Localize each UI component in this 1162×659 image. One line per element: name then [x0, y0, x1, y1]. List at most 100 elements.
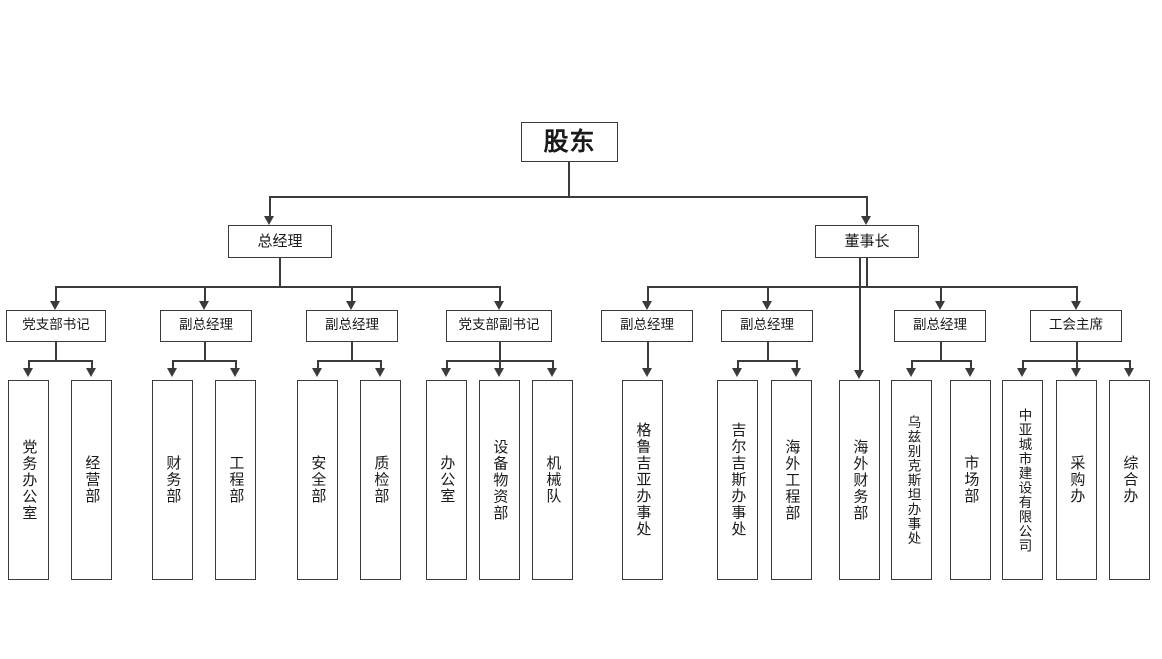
connector-l3-4-stem — [499, 342, 501, 360]
arrow-gm-to-l3-1 — [50, 301, 60, 310]
connector-root-stem — [568, 162, 570, 196]
arrow-l3-6-to-lf-11 — [732, 368, 742, 377]
arrow-l3-6-to-lf-12 — [791, 368, 801, 377]
node-general-affairs-office[interactable]: 综合办 — [1109, 380, 1150, 580]
connector-l3-7-drop-1 — [911, 360, 913, 370]
node-deputy-gm-2[interactable]: 副总经理 — [306, 310, 398, 342]
arrow-l3-5-to-lf-10 — [642, 368, 652, 377]
arrow-gm-to-l3-2 — [199, 301, 209, 310]
connector-gm-stem — [279, 258, 281, 286]
connector-l3-2-drop-1 — [172, 360, 174, 370]
connector-l3-2-drop-2 — [235, 360, 237, 370]
node-general-manager[interactable]: 总经理 — [228, 225, 332, 258]
arrow-chairman-to-l3-8 — [1071, 301, 1081, 310]
arrow-l3-4-to-lf-9 — [547, 368, 557, 377]
connector-gm-drop-3 — [351, 286, 353, 303]
node-root-shareholder[interactable]: 股东 — [521, 122, 618, 162]
connector-l3-5-stem — [647, 342, 649, 370]
connector-l3-3-stem — [351, 342, 353, 360]
node-procurement-office[interactable]: 采购办 — [1056, 380, 1097, 580]
node-deputy-gm-5[interactable]: 副总经理 — [894, 310, 986, 342]
connector-l3-3-bus — [317, 360, 381, 362]
connector-gm-bus — [55, 286, 501, 288]
node-overseas-engineering-department[interactable]: 海外工程部 — [771, 380, 812, 580]
node-central-asia-urban-construction-company[interactable]: 中亚城市建设有限公司 — [1002, 380, 1043, 580]
connector-chairman-drop-3 — [940, 286, 942, 303]
node-overseas-finance-department[interactable]: 海外财务部 — [839, 380, 880, 580]
connector-chairman-stem — [866, 258, 868, 286]
connector-l3-1-stem — [55, 342, 57, 360]
connector-chairman-drop-4 — [1076, 286, 1078, 303]
connector-l3-6-drop-1 — [737, 360, 739, 370]
connector-l3-6-drop-2 — [796, 360, 798, 370]
connector-l3-7-drop-2 — [970, 360, 972, 370]
connector-l3-3-drop-1 — [317, 360, 319, 370]
connector-l3-7-bus — [911, 360, 971, 362]
node-quality-inspection-department[interactable]: 质检部 — [360, 380, 401, 580]
connector-l3-8-stem — [1076, 342, 1078, 360]
arrow-chairman-to-l3-5 — [642, 301, 652, 310]
arrow-l3-8-to-lf-16 — [1017, 368, 1027, 377]
node-georgia-office[interactable]: 格鲁吉亚办事处 — [622, 380, 663, 580]
arrow-l3-2-to-lf-3 — [167, 368, 177, 377]
connector-l3-3-drop-2 — [380, 360, 382, 370]
connector-gm-drop-2 — [204, 286, 206, 303]
connector-l3-4-drop-3 — [552, 360, 554, 370]
node-operations-department[interactable]: 经营部 — [71, 380, 112, 580]
connector-root-bus — [269, 196, 867, 198]
connector-chairman-bus — [647, 286, 1077, 288]
connector-l3-7-stem — [940, 342, 942, 360]
arrow-root-to-gm — [264, 216, 274, 225]
node-chairman[interactable]: 董事长 — [815, 225, 919, 258]
connector-chairman-drop-2 — [767, 286, 769, 303]
node-deputy-party-branch-secretary[interactable]: 党支部副书记 — [446, 310, 552, 342]
arrow-l3-8-to-lf-17 — [1071, 368, 1081, 377]
arrow-l3-3-to-lf-5 — [312, 368, 322, 377]
connector-l3-4-drop-2 — [499, 360, 501, 370]
arrow-l3-8-to-lf-18 — [1124, 368, 1134, 377]
connector-l3-1-bus — [28, 360, 92, 362]
node-finance-department[interactable]: 财务部 — [152, 380, 193, 580]
node-equipment-materials-department[interactable]: 设备物资部 — [479, 380, 520, 580]
node-kyrgyzstan-office[interactable]: 吉尔吉斯办事处 — [717, 380, 758, 580]
arrow-l3-4-to-lf-8 — [494, 368, 504, 377]
node-machinery-team[interactable]: 机械队 — [532, 380, 573, 580]
connector-chairman-to-overseas-finance — [859, 258, 861, 375]
connector-chairman-drop-1 — [647, 286, 649, 303]
node-deputy-gm-1[interactable]: 副总经理 — [160, 310, 252, 342]
connector-gm-drop-4 — [499, 286, 501, 303]
node-uzbekistan-office[interactable]: 乌兹别克斯坦办事处 — [891, 380, 932, 580]
connector-l3-4-drop-1 — [446, 360, 448, 370]
arrow-root-to-chairman — [861, 216, 871, 225]
connector-l3-1-drop-2 — [91, 360, 93, 370]
arrow-chairman-to-overseas-finance — [854, 370, 864, 379]
connector-root-to-gm — [269, 196, 271, 218]
connector-l3-2-stem — [204, 342, 206, 360]
arrow-gm-to-l3-4 — [494, 301, 504, 310]
arrow-l3-1-to-lf-1 — [23, 368, 33, 377]
arrow-gm-to-l3-3 — [346, 301, 356, 310]
arrow-l3-1-to-lf-2 — [86, 368, 96, 377]
node-office[interactable]: 办公室 — [426, 380, 467, 580]
node-party-branch-secretary[interactable]: 党支部书记 — [6, 310, 106, 342]
connector-l3-8-drop-3 — [1129, 360, 1131, 370]
connector-l3-8-drop-1 — [1022, 360, 1024, 370]
connector-root-to-chairman — [866, 196, 868, 218]
connector-l3-8-drop-2 — [1076, 360, 1078, 370]
arrow-l3-2-to-lf-4 — [230, 368, 240, 377]
node-party-affairs-office[interactable]: 党务办公室 — [8, 380, 49, 580]
connector-l3-6-bus — [737, 360, 797, 362]
connector-l3-2-bus — [172, 360, 236, 362]
arrow-l3-7-to-lf-14 — [906, 368, 916, 377]
node-safety-department[interactable]: 安全部 — [297, 380, 338, 580]
arrow-l3-4-to-lf-7 — [441, 368, 451, 377]
node-deputy-gm-4[interactable]: 副总经理 — [721, 310, 813, 342]
node-marketing-department[interactable]: 市场部 — [950, 380, 991, 580]
node-engineering-department[interactable]: 工程部 — [215, 380, 256, 580]
connector-l3-1-drop-1 — [28, 360, 30, 370]
node-deputy-gm-3[interactable]: 副总经理 — [601, 310, 693, 342]
connector-gm-drop-1 — [55, 286, 57, 303]
node-union-chairman[interactable]: 工会主席 — [1030, 310, 1122, 342]
connector-l3-6-stem — [767, 342, 769, 360]
arrow-l3-3-to-lf-6 — [375, 368, 385, 377]
